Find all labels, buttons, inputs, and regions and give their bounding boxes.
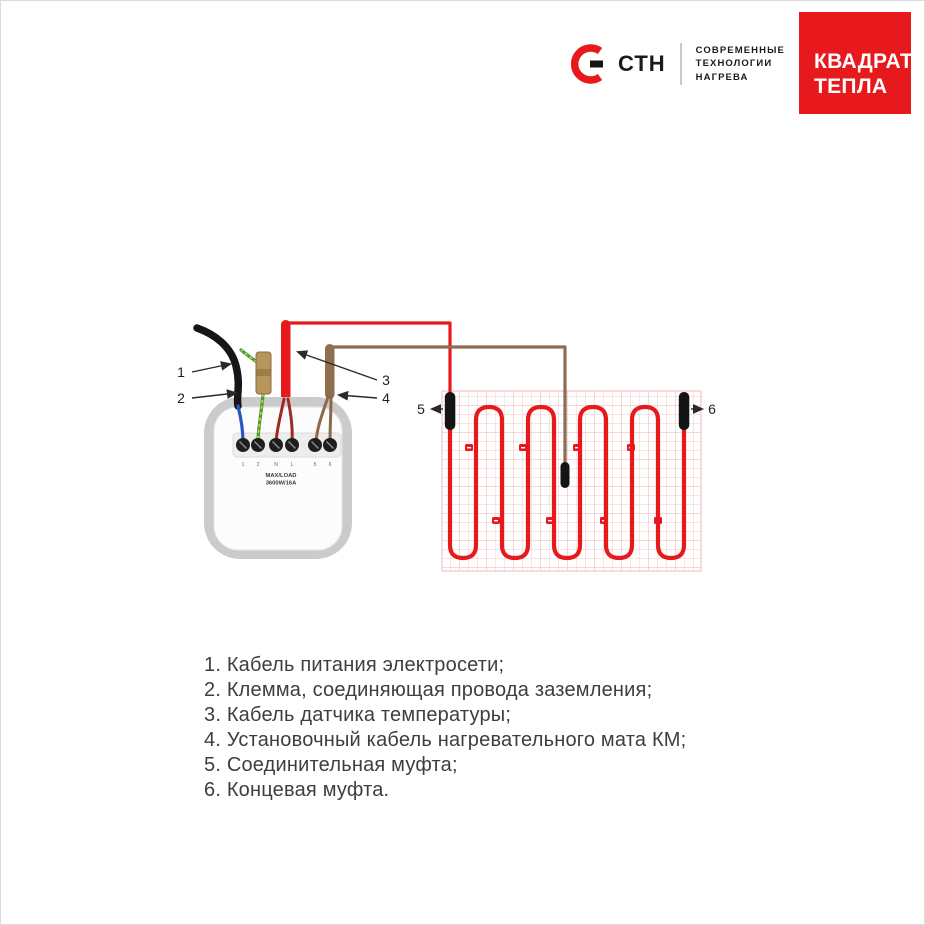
callout-5: 5 xyxy=(417,401,425,417)
callout-arrow-4 xyxy=(336,390,378,401)
brown-cable-lead xyxy=(325,344,335,399)
mat-mesh-coarse xyxy=(442,391,701,571)
heating-mat xyxy=(441,390,702,572)
thermostat-markings: 1 2 N L 5 6 MAX/LOAD 3600W/16A xyxy=(242,462,332,487)
kvadrat-tepla-badge: КВАДРАТ ТЕПЛА xyxy=(799,12,914,114)
stn-tagline: СОВРЕМЕННЫЕ ТЕХНОЛОГИИ НАГРЕВА xyxy=(696,44,785,85)
rating-line1: MAX/LOAD xyxy=(266,473,297,479)
terminal-label-1: 1 xyxy=(242,462,245,468)
stn-tagline-line1: СОВРЕМЕННЫЕ xyxy=(695,44,785,56)
terminal-label-6: 6 xyxy=(329,462,332,468)
terminal-label-n: N xyxy=(274,462,278,468)
legend-item-1: 1. Кабель питания электросети; xyxy=(204,654,505,676)
terminal-screws xyxy=(236,438,337,452)
badge-line1: КВАДРАТ xyxy=(814,50,914,73)
callout-2: 2 xyxy=(177,390,185,406)
rating-line2: 3600W/16A xyxy=(266,481,297,487)
temperature-probe-tip xyxy=(560,462,570,488)
ground-clamp-screw xyxy=(256,369,271,376)
terminal-label-l: L xyxy=(291,462,294,468)
callout-6: 6 xyxy=(708,401,716,417)
badge-line2: ТЕПЛА xyxy=(814,75,888,98)
heating-cable-serpentine xyxy=(447,404,687,561)
red-cable-route xyxy=(285,321,452,393)
sensor-cable xyxy=(281,320,452,401)
callout-3: 3 xyxy=(382,372,390,388)
stn-logo-text: СТН xyxy=(618,51,666,76)
legend-item-6: 6. Концевая муфта. xyxy=(204,779,390,801)
legend-item-5: 5. Соединительная муфта; xyxy=(204,754,458,776)
callout-numbers: 1 2 3 4 5 6 xyxy=(177,364,716,417)
callout-arrow-1 xyxy=(191,361,233,373)
logo-divider xyxy=(679,43,682,85)
terminal-label-2: 2 xyxy=(257,462,260,468)
stn-tagline-line3: НАГРЕВА xyxy=(695,71,749,83)
stn-tagline-line2: ТЕХНОЛОГИИ xyxy=(695,58,773,70)
callout-arrow-2 xyxy=(191,389,239,399)
legend-item-3: 3. Кабель датчика температуры; xyxy=(204,704,512,726)
stn-red-c xyxy=(570,44,603,84)
end-coupling xyxy=(678,392,690,430)
stn-black-tick xyxy=(590,60,603,68)
callout-1: 1 xyxy=(177,364,185,380)
callout-4: 4 xyxy=(382,390,390,406)
legend: 1. Кабель питания электросети; 2. Клемма… xyxy=(204,653,686,803)
red-cable-lead xyxy=(281,320,291,401)
legend-item-4: 4. Установочный кабель нагревательного м… xyxy=(204,729,687,751)
callout-arrows xyxy=(191,350,705,414)
stn-logo: СТН СОВРЕМЕННЫЕ ТЕХНОЛОГИИ НАГРЕВА xyxy=(566,40,785,88)
terminal-label-5: 5 xyxy=(314,462,317,468)
legend-item-2: 2. Клемма, соединяющая провода заземлени… xyxy=(204,679,653,701)
brown-cable-route xyxy=(330,345,567,464)
connection-coupling xyxy=(444,392,456,430)
installation-cable xyxy=(325,344,570,488)
callout-arrow-3 xyxy=(296,350,378,381)
stn-logo-mark-icon xyxy=(570,44,603,84)
